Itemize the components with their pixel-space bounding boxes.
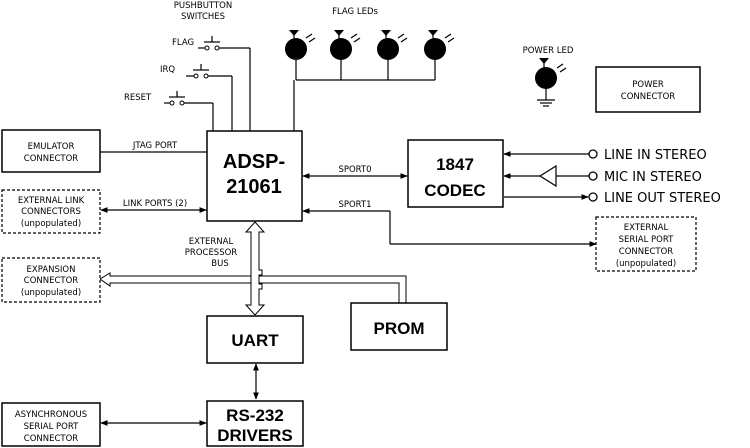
- mic-in-label: MIC IN STEREO: [604, 170, 702, 185]
- ext-link-label-1: EXTERNAL LINK: [18, 196, 85, 206]
- emulator-label-2: CONNECTOR: [24, 154, 79, 164]
- flag-led-1: [285, 30, 316, 60]
- emulator-label-1: EMULATOR: [28, 142, 75, 152]
- codec-label-2: CODEC: [424, 181, 485, 200]
- dsp-label-1: ADSP-: [223, 151, 285, 173]
- pushbutton-switches-label: PUSHBUTTON SWITCHES: [174, 1, 232, 22]
- power-connector-label-1: POWER: [632, 80, 664, 90]
- irq-switch[interactable]: IRQ: [160, 64, 233, 131]
- dsp-label-2: 21061: [226, 176, 282, 198]
- mic-amplifier-icon: [538, 164, 557, 188]
- pushbutton-label-line2: SWITCHES: [181, 12, 225, 22]
- sport0-label: SPORT0: [338, 165, 371, 175]
- prom-label: PROM: [374, 319, 425, 338]
- power-led: [535, 58, 567, 107]
- adsp-21061-block: ADSP- 21061: [206, 130, 303, 222]
- line-out-stereo: LINE OUT STEREO: [504, 191, 721, 206]
- ext-serial-label-4: (unpopulated): [616, 259, 676, 269]
- sport0-link: SPORT0: [302, 165, 408, 179]
- jtag-port-label: JTAG PORT: [132, 141, 178, 151]
- line-in-label: LINE IN STEREO: [604, 148, 707, 163]
- external-processor-bus-label: EXTERNAL PROCESSOR BUS: [185, 237, 238, 269]
- async-label-3: CONNECTOR: [24, 434, 79, 444]
- uart-label: UART: [231, 331, 279, 350]
- expansion-label-2: CONNECTOR: [24, 276, 79, 286]
- irq-switch-label: IRQ: [160, 65, 175, 75]
- async-serial-port-connector-box: ASYNCHRONOUS SERIAL PORT CONNECTOR: [1, 402, 101, 447]
- async-label-1: ASYNCHRONOUS: [15, 410, 87, 420]
- sport1-label: SPORT1: [338, 200, 371, 210]
- ext-bus-label-2: PROCESSOR: [185, 248, 238, 258]
- link-ports-label: LINK PORTS (2): [123, 199, 187, 209]
- rs232-label-1: RS-232: [226, 406, 284, 425]
- ext-serial-label-1: EXTERNAL: [624, 223, 669, 233]
- line-out-label: LINE OUT STEREO: [604, 191, 721, 206]
- emulator-connector-box: EMULATOR CONNECTOR: [1, 129, 101, 173]
- expansion-label-3: (unpopulated): [21, 288, 81, 298]
- expansion-connector-box: EXPANSION CONNECTOR (unpopulated): [1, 257, 101, 303]
- mic-in-stereo: MIC IN STEREO: [503, 164, 702, 188]
- ext-serial-label-3: CONNECTOR: [619, 247, 674, 257]
- codec-1847-block: 1847 CODEC: [407, 139, 504, 208]
- ext-bus-label-1: EXTERNAL: [189, 237, 234, 247]
- power-connector-box: POWER CONNECTOR: [595, 66, 701, 113]
- flag-led-4: [424, 30, 455, 60]
- ext-link-label-3: (unpopulated): [21, 219, 81, 229]
- flag-led-2: [330, 30, 361, 60]
- codec-label-1: 1847: [436, 155, 474, 174]
- jtag-port-link: JTAG PORT: [100, 141, 207, 153]
- link-ports-link: LINK PORTS (2): [100, 199, 207, 213]
- prom-block: PROM: [350, 302, 448, 351]
- ext-serial-label-2: SERIAL PORT: [619, 235, 675, 245]
- uart-block: UART: [206, 315, 304, 364]
- sport1-link: SPORT1: [302, 200, 597, 247]
- flag-switch[interactable]: FLAG: [172, 36, 251, 131]
- external-processor-bus: [99, 221, 407, 316]
- reset-switch-label: RESET: [124, 93, 152, 103]
- external-serial-port-connector-box: EXTERNAL SERIAL PORT CONNECTOR (unpopula…: [595, 216, 697, 272]
- line-in-stereo: LINE IN STEREO: [503, 148, 707, 163]
- pushbutton-label-line1: PUSHBUTTON: [174, 1, 232, 11]
- flag-led-wiring: [293, 60, 436, 131]
- power-led-label: POWER LED: [523, 46, 574, 56]
- ext-link-label-2: CONNECTORS: [21, 207, 81, 217]
- flag-leds-label: FLAG LEDs: [332, 7, 378, 17]
- power-connector-label-2: CONNECTOR: [621, 92, 676, 102]
- external-link-connectors-box: EXTERNAL LINK CONNECTORS (unpopulated): [1, 189, 101, 234]
- rs232-label-2: DRIVERS: [217, 426, 293, 445]
- flag-led-3: [377, 30, 408, 60]
- expansion-label-1: EXPANSION: [27, 265, 76, 275]
- async-label-2: SERIAL PORT: [24, 422, 80, 432]
- rs232-drivers-block: RS-232 DRIVERS: [206, 400, 304, 447]
- ext-bus-label-3: BUS: [211, 259, 228, 269]
- flag-switch-label: FLAG: [172, 38, 194, 48]
- reset-switch[interactable]: RESET: [124, 91, 214, 131]
